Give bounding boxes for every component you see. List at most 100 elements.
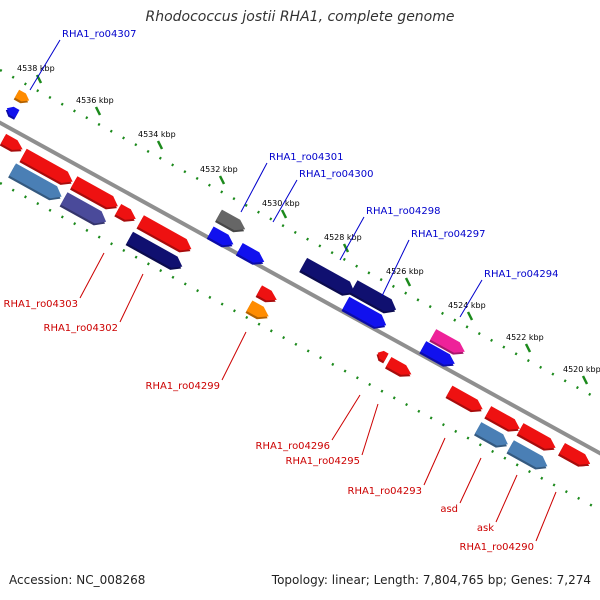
ruler-tick [94, 106, 102, 116]
ruler-tick-label: 4536 kbp [76, 96, 114, 105]
ruler-tick-label: 4522 kbp [506, 333, 544, 342]
gene-reverse-face [71, 176, 118, 208]
ruler-tick [404, 277, 412, 287]
gene-forward-face [6, 106, 20, 118]
gene-reverse [136, 215, 192, 253]
gene-forward-label: RHA1_ro04294 [484, 269, 559, 280]
ruler-lower-dots [0, 181, 600, 512]
gene-reverse-face [485, 406, 520, 430]
gene-reverse-face [377, 350, 389, 362]
gene-forward-leader [381, 239, 410, 297]
gene-reverse [558, 443, 591, 467]
topology-label: Topology: [271, 573, 328, 587]
gene-reverse [376, 350, 389, 364]
gene-reverse-leader [361, 403, 379, 456]
gene-reverse [474, 422, 508, 448]
gene-reverse [506, 440, 548, 470]
gene-reverse-face [256, 285, 277, 301]
gene-reverse-face [126, 231, 183, 268]
gene-forward-face [14, 89, 30, 102]
gene-reverse-face [137, 215, 192, 251]
ruler-tick-label: 4532 kbp [200, 165, 238, 174]
length-label: Length: [373, 573, 420, 587]
gene-reverse-face [386, 357, 412, 375]
ruler-tick [466, 311, 474, 321]
gene-reverse [8, 163, 62, 201]
gene-reverse-leader [423, 437, 446, 486]
gene-reverse [59, 192, 107, 226]
gene-reverse [255, 285, 277, 303]
gene-reverse-face [9, 163, 62, 199]
accession-text: Accession: NC_008268 [9, 573, 145, 587]
ruler-tick [35, 74, 43, 84]
gene-forward-leader [272, 179, 298, 223]
gene-forward [235, 243, 265, 265]
gene-reverse [445, 385, 483, 413]
gene-reverse-label: RHA1_ro04290 [460, 542, 535, 553]
accession-label: Accession: [9, 573, 73, 587]
map-title: Rhodococcus jostii RHA1, complete genome [145, 9, 455, 25]
gene-forward-label: RHA1_ro04300 [299, 169, 374, 180]
gene-reverse [245, 300, 269, 320]
gene-forward [349, 280, 397, 314]
gene-reverse-face [559, 443, 591, 465]
gene-forward-leader [240, 162, 268, 213]
gene-reverse-label: RHA1_ro04302 [44, 323, 119, 334]
gene-reverse [385, 357, 412, 377]
gene-forward-face [207, 226, 234, 246]
ruler-tick [581, 375, 589, 385]
gene-reverse [125, 231, 183, 270]
ruler-tick-label: 4526 kbp [386, 267, 424, 276]
gene-reverse-label: RHA1_ro04299 [146, 381, 221, 392]
gene-forward-face [342, 296, 387, 327]
gene-forward-leader [339, 216, 365, 261]
gene-reverse-label: RHA1_ro04295 [286, 456, 361, 467]
ruler-tick-label: 4528 kbp [324, 233, 362, 242]
gene-reverse-label: RHA1_ro04293 [348, 486, 423, 497]
gene-forward [419, 341, 455, 367]
gene-forward-face [350, 280, 397, 312]
gene-forward-leader [459, 279, 483, 318]
gene-reverse-label: RHA1_ro04303 [4, 299, 79, 310]
gene-reverse-face [507, 440, 548, 468]
gene-forward-leader [29, 39, 61, 91]
gene-reverse [516, 423, 556, 451]
gene-reverse-face [517, 423, 556, 449]
ruler-tick [280, 209, 288, 219]
ruler-tick-label: 4534 kbp [138, 130, 176, 139]
gene-reverse-leader [459, 457, 482, 504]
genome-summary-text: Topology: linear; Length: 7,804,765 bp; … [271, 573, 591, 587]
gene-forward-label: RHA1_ro04301 [269, 152, 344, 163]
gene-forward-face [236, 243, 265, 263]
gene-reverse-label: ask [477, 523, 494, 534]
gene-reverse [114, 204, 136, 222]
gene-reverse-face [20, 148, 73, 183]
ruler-tick [156, 140, 164, 150]
gene-reverse-face [60, 192, 107, 224]
gene-reverse-leader [119, 273, 144, 323]
gene-forward [299, 257, 355, 296]
gene-forward [206, 226, 234, 248]
gene-reverse-label: asd [440, 504, 458, 515]
gene-reverse-face [475, 422, 508, 446]
gene-reverse-face [446, 385, 483, 411]
gene-forward [13, 89, 30, 104]
ruler-tick-label: 4538 kbp [17, 64, 55, 73]
genes-value: 7,274 [556, 573, 591, 587]
ruler-tick [342, 243, 350, 253]
gene-reverse-label: RHA1_ro04296 [256, 441, 331, 452]
ruler-tick [218, 175, 226, 185]
length-value: 7,804,765 bp [422, 573, 503, 587]
gene-forward-face [420, 341, 455, 365]
gene-forward-label: RHA1_ro04297 [411, 229, 486, 240]
gene-reverse-leader [221, 331, 247, 381]
ruler-tick-label: 4530 kbp [262, 199, 300, 208]
gene-reverse [0, 133, 23, 152]
topology-value: linear [331, 573, 366, 587]
gene-forward [5, 106, 20, 120]
gene-forward [341, 296, 387, 329]
genes-label: Genes: [510, 573, 553, 587]
accession-value: NC_008268 [76, 573, 146, 587]
gene-reverse-leader [495, 474, 518, 523]
ruler-upper-dots [0, 68, 600, 402]
